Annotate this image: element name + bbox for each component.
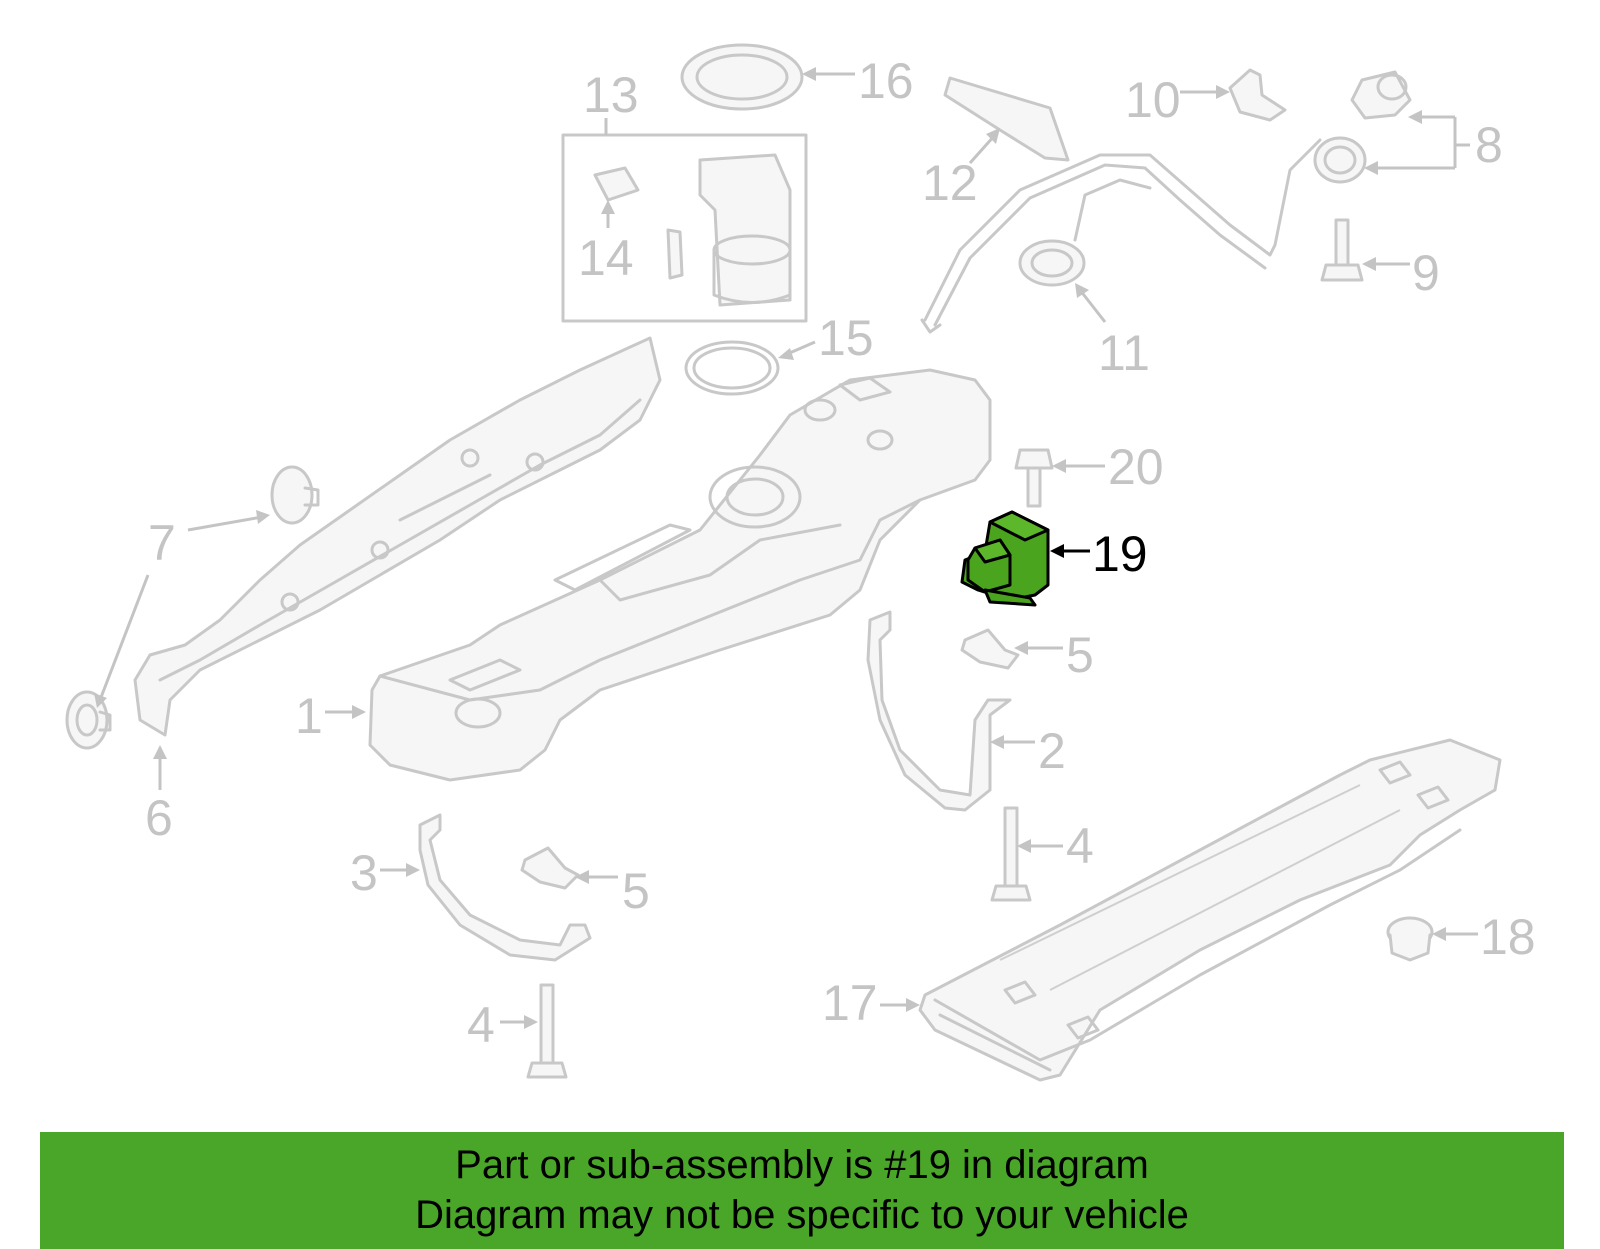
callout-12-number: 12 (922, 155, 978, 211)
callout-9: 9 (1362, 245, 1440, 301)
callout-4-right: 4 (1017, 818, 1094, 874)
part-9-bolt[interactable] (1320, 218, 1364, 282)
part-4-bolt-left[interactable] (526, 983, 568, 1079)
part-7-pins[interactable] (65, 465, 320, 750)
callout-8-number: 8 (1475, 117, 1503, 173)
callout-13: 13 (583, 67, 639, 135)
callout-12: 12 (922, 128, 1000, 211)
part-4-bolt-right[interactable] (990, 806, 1032, 902)
callout-14-number: 14 (578, 230, 634, 286)
callout-16-number: 16 (858, 53, 914, 109)
callout-5-upper: 5 (1014, 627, 1094, 683)
callout-9-number: 9 (1412, 245, 1440, 301)
part-11-grommet[interactable] (1018, 239, 1086, 287)
callout-17-number: 17 (822, 975, 878, 1031)
part-5-clip-upper[interactable] (960, 628, 1020, 670)
callout-19: 19 (1050, 526, 1148, 582)
callout-15: 15 (778, 310, 874, 366)
part-5-clip-lower[interactable] (520, 846, 580, 890)
part-8-filler-pipe[interactable] (920, 70, 1412, 334)
callout-20-number: 20 (1108, 439, 1164, 495)
parts-diagram: 16 13 14 15 12 10 8 8 (65, 43, 1536, 1082)
callout-8: 8 8 (1364, 110, 1503, 175)
callout-19-number: 19 (1092, 526, 1148, 582)
banner-line-part: Part or sub-assembly is #19 in diagram (455, 1143, 1149, 1187)
callout-11: 11 (1075, 283, 1150, 381)
callout-5-lower-number: 5 (622, 863, 650, 919)
callout-20: 20 (1052, 439, 1164, 495)
callout-1: 1 (295, 688, 366, 744)
callout-4-left-number: 4 (467, 997, 495, 1053)
callout-2-number: 2 (1038, 723, 1066, 779)
callout-10-number: 10 (1125, 72, 1181, 128)
part-16-lock-ring[interactable] (680, 43, 804, 111)
callout-16: 16 (802, 53, 914, 109)
callout-18: 18 (1432, 909, 1536, 965)
callout-11-number: 11 (1098, 325, 1150, 381)
info-banner: Part or sub-assembly is #19 in diagram D… (40, 1132, 1564, 1249)
callout-15-number: 15 (818, 310, 874, 366)
callout-5-upper-number: 5 (1066, 627, 1094, 683)
callout-6: 6 (145, 745, 173, 846)
part-18-nut[interactable] (1386, 916, 1434, 962)
part-2-strap[interactable] (866, 610, 1012, 812)
callout-10: 10 (1125, 72, 1230, 128)
callout-4-right-number: 4 (1066, 818, 1094, 874)
part-15-seal[interactable] (684, 340, 780, 396)
callout-17: 17 (822, 975, 920, 1031)
callout-7-number: 7 (148, 515, 176, 571)
callout-3: 3 (350, 845, 420, 901)
callout-7: 7 (94, 510, 270, 708)
part-13-fuel-pump-assembly[interactable] (561, 133, 808, 323)
banner-line-disclaimer: Diagram may not be specific to your vehi… (415, 1193, 1189, 1237)
callout-5-lower: 5 (575, 863, 650, 919)
part-19-highlighted-module[interactable] (960, 510, 1050, 607)
callout-3-number: 3 (350, 845, 378, 901)
callout-18-number: 18 (1480, 909, 1536, 965)
callout-14: 14 (578, 200, 634, 286)
part-10-clip[interactable] (1228, 68, 1287, 122)
part-12-heat-shield[interactable] (943, 76, 1070, 162)
callout-4-left: 4 (467, 997, 538, 1053)
callout-13-number: 13 (583, 67, 639, 123)
part-17-skid-plate[interactable] (918, 738, 1502, 1082)
callout-1-number: 1 (295, 688, 323, 744)
part-1-fuel-tank[interactable] (368, 368, 992, 782)
callout-2: 2 (990, 723, 1066, 779)
part-6-frame-bracket[interactable] (133, 336, 662, 737)
callout-6-number: 6 (145, 790, 173, 846)
part-3-strap[interactable] (418, 813, 592, 962)
part-20-bolt[interactable] (1014, 448, 1054, 508)
